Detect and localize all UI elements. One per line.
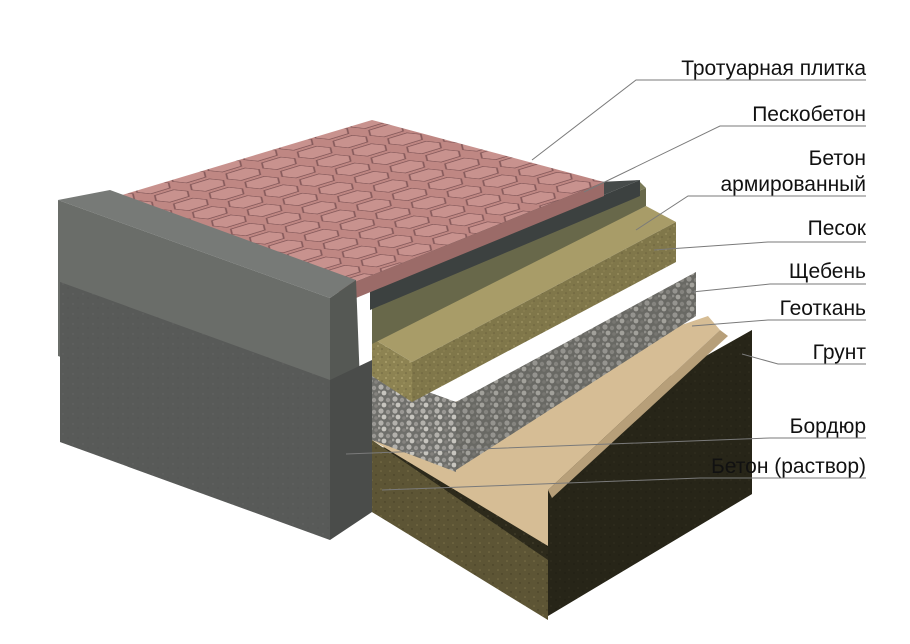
leader-geotextile <box>691 319 866 327</box>
label-crushed-stone: Щебень <box>788 260 866 283</box>
leader-soil <box>741 353 866 365</box>
crushed-stone-layer <box>372 272 696 472</box>
leader-crushed-stone <box>691 283 866 293</box>
label-geotextile: Геоткань <box>779 297 866 320</box>
label-concrete-mortar: Бетон (раствор) <box>711 455 866 478</box>
leader-sand <box>653 241 866 251</box>
label-sand: Песок <box>807 217 866 240</box>
label-paving-tile: Тротуарная плитка <box>681 57 866 80</box>
leader-curb <box>345 437 866 455</box>
leader-reinforced-concrete <box>635 195 866 231</box>
leader-lines <box>345 79 866 491</box>
leader-sand-concrete <box>583 125 866 193</box>
sand-layer <box>372 206 676 402</box>
label-curb: Бордюр <box>789 415 866 438</box>
label-reinforced-concrete: Бетон армированный <box>720 147 866 196</box>
label-soil: Грунт <box>812 341 866 364</box>
leader-concrete-mortar <box>381 477 866 491</box>
label-sand-concrete: Пескобетон <box>752 103 866 126</box>
concrete-mortar-layer <box>372 440 548 620</box>
leader-paving-tile <box>531 79 866 161</box>
curb-concrete-base <box>60 282 372 540</box>
geotextile-layer <box>372 316 728 546</box>
